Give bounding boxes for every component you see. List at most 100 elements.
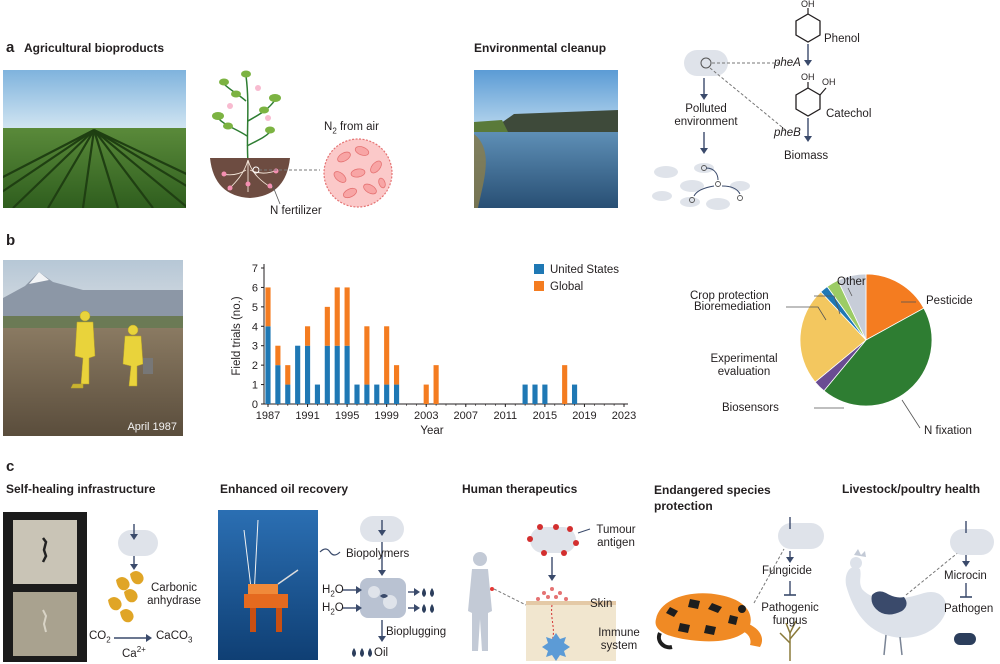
pathogenic-line-2: fungus — [772, 615, 808, 628]
bar-global-1995 — [344, 287, 350, 346]
section-title-environmental: Environmental cleanup — [474, 41, 607, 55]
bar-united-states-1989 — [285, 384, 291, 404]
photo-caption-april-1987: April 1987 — [127, 421, 177, 433]
bar-global-2004 — [433, 365, 439, 404]
h2o-label-1: H2O — [322, 584, 344, 598]
polluted-line-2: environment — [674, 116, 738, 129]
h2o-1-o: O — [334, 584, 344, 596]
y-axis-title: Field trials (no.) — [231, 296, 243, 375]
n2-text: N — [324, 121, 333, 133]
bar-united-states-2014 — [532, 384, 538, 404]
bar-united-states-1997 — [364, 384, 370, 404]
pie-label-pesticide: Pesticide — [926, 295, 973, 307]
immune-line-1: Immune — [598, 627, 640, 639]
immune-system-label: Immune system — [592, 627, 646, 653]
pie-label-crop-protection: Crop protection — [690, 290, 769, 302]
bar-united-states-2013 — [522, 384, 528, 404]
bar-united-states-1990 — [295, 345, 301, 404]
y-tick-label: 6 — [252, 282, 258, 294]
bar-global-1991 — [304, 326, 311, 346]
bar-global-2017 — [562, 365, 568, 404]
pie-slice-pesticide — [865, 273, 925, 341]
section-title-oil-recovery: Enhanced oil recovery — [220, 482, 349, 496]
bar-global-1989 — [285, 365, 291, 385]
phea-label: pheA — [774, 57, 801, 69]
pie-label-other: Other — [837, 276, 866, 288]
oh-label-catechol-2: OH — [822, 77, 836, 87]
h2o-1-sub: 2 — [330, 589, 335, 599]
trial-purpose-pie-chart-svg — [799, 273, 933, 407]
h2o-label-2: H2O — [322, 602, 344, 616]
x-tick-label: 1995 — [335, 410, 359, 422]
legend-swatch-global — [534, 281, 544, 291]
bar-united-states-1987 — [265, 326, 271, 404]
panel-letter-b: b — [6, 232, 16, 249]
y-tick-label: 4 — [252, 321, 258, 333]
pie-label-experimental-line-2: evaluation — [717, 366, 771, 379]
bar-global-1999 — [384, 326, 390, 385]
oh-label-phenol: OH — [801, 0, 815, 9]
biopolymers-label: Biopolymers — [346, 548, 410, 560]
carbonic-line-1: Carbonic — [150, 582, 198, 594]
section-title-agricultural: Agricultural bioproducts — [24, 41, 165, 55]
y-tick-label: 7 — [252, 263, 258, 275]
h2o-1-h: H — [322, 584, 331, 596]
section-title-livestock: Livestock/poultry health — [842, 482, 981, 496]
x-tick-label: 2015 — [533, 410, 557, 422]
legend-label-global: Global — [550, 281, 583, 293]
bar-united-states-1996 — [354, 384, 360, 404]
bar-united-states-2015 — [542, 384, 548, 404]
bar-united-states-1991 — [304, 345, 311, 404]
h2o-2-sub: 2 — [330, 607, 335, 617]
microcin-label: Microcin — [944, 570, 987, 582]
legend-swatch-united-states — [534, 264, 544, 274]
oh-label-catechol-1: OH — [801, 72, 815, 82]
phenol-label: Phenol — [824, 33, 860, 45]
pie-slice-experimental-evaluation — [799, 291, 867, 383]
y-tick-label: 3 — [252, 341, 258, 353]
bar-global-1987 — [265, 287, 271, 327]
bar-global-1988 — [275, 345, 281, 366]
bacteria-cell-circle — [320, 137, 400, 209]
bar-united-states-2000 — [393, 384, 400, 404]
x-axis-title: Year — [420, 425, 443, 437]
field-trial-photo: April 1987 — [3, 260, 183, 436]
pie-label-bioremediation: Bioremediation — [694, 301, 771, 313]
x-tick-label: 1991 — [295, 410, 319, 422]
oil-recovery-diagram — [318, 512, 468, 664]
plant-root-nodule-illustration — [200, 66, 320, 216]
x-tick-label: 2019 — [572, 410, 596, 422]
y-tick-label: 2 — [252, 360, 258, 372]
pathogen-label: Pathogen — [944, 603, 994, 615]
caco3-label: CaCO3 — [156, 630, 192, 644]
self-healing-diagram — [90, 520, 210, 660]
x-tick-label: 2003 — [414, 410, 438, 422]
x-tick-label: 1987 — [256, 410, 280, 422]
tumour-line-2: antigen — [597, 537, 635, 550]
endangered-title-line-2: protection — [654, 499, 713, 514]
human-therapeutics-diagram — [460, 515, 650, 664]
h2o-2-o: O — [334, 602, 344, 614]
bar-global-1997 — [364, 326, 370, 385]
pheb-label: pheB — [774, 127, 801, 139]
bar-united-states-1995 — [344, 345, 350, 404]
x-tick-label: 2007 — [454, 410, 478, 422]
polluted-environment-label: Polluted environment — [664, 103, 748, 129]
caco3-subscript: 3 — [187, 635, 193, 645]
skin-label: Skin — [590, 598, 613, 610]
pathogenic-line-1: Pathogenic — [761, 602, 819, 614]
panel-letter-a: a — [6, 39, 15, 56]
endangered-title-line-1: Endangered species — [654, 483, 771, 497]
co2-label: CO2 — [89, 630, 111, 644]
degradation-pathway-diagram — [640, 0, 900, 215]
bar-united-states-1994 — [334, 345, 340, 404]
concrete-block-photos — [3, 512, 87, 662]
co2-subscript: 2 — [106, 635, 111, 645]
bar-global-1993 — [324, 306, 330, 346]
pie-label-experimental-line-1: Experimental — [710, 353, 778, 365]
trial-purpose-pie-chart — [796, 270, 936, 410]
section-title-endangered-species: Endangered species protection — [654, 482, 771, 514]
bioplugging-label: Bioplugging — [386, 626, 447, 638]
catechol-label: Catechol — [826, 108, 872, 120]
